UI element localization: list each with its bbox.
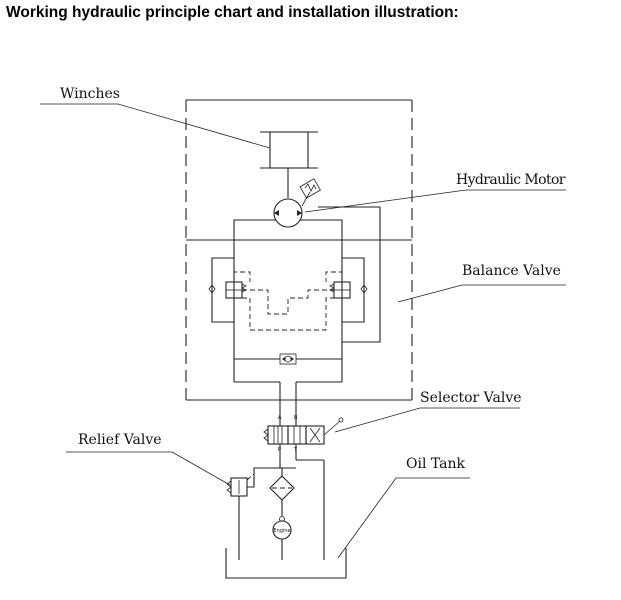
oil-tank-label: Oil Tank xyxy=(406,456,465,472)
balance-valve-pilot-lines xyxy=(234,289,342,331)
installation-boundary xyxy=(185,99,413,401)
engine-label: Engine xyxy=(273,528,290,534)
engine-symbol: Engine xyxy=(272,520,292,540)
page-title: Working hydraulic principle chart and in… xyxy=(6,4,459,21)
balance-valve-label: Balance Valve xyxy=(462,263,561,279)
hydraulic-motor-symbol xyxy=(273,178,380,228)
leader-lines xyxy=(40,103,566,559)
port-b-label: B xyxy=(294,415,298,421)
port-a-label: A xyxy=(278,415,282,421)
relief-valve-symbol xyxy=(226,467,296,560)
port-p-label: P xyxy=(278,447,281,453)
selector-valve-symbol: A B P T xyxy=(263,415,344,468)
suction-filter xyxy=(269,468,295,560)
oil-tank-symbol xyxy=(225,548,347,579)
hydraulic-motor-label: Hydraulic Motor xyxy=(456,172,566,188)
winches-label: Winches xyxy=(60,86,120,102)
relief-valve-label: Relief Valve xyxy=(78,432,162,448)
winch-drum xyxy=(260,131,318,198)
port-t-label: T xyxy=(293,447,298,453)
selector-valve-label: Selector Valve xyxy=(420,390,522,406)
main-circuit xyxy=(233,207,381,420)
